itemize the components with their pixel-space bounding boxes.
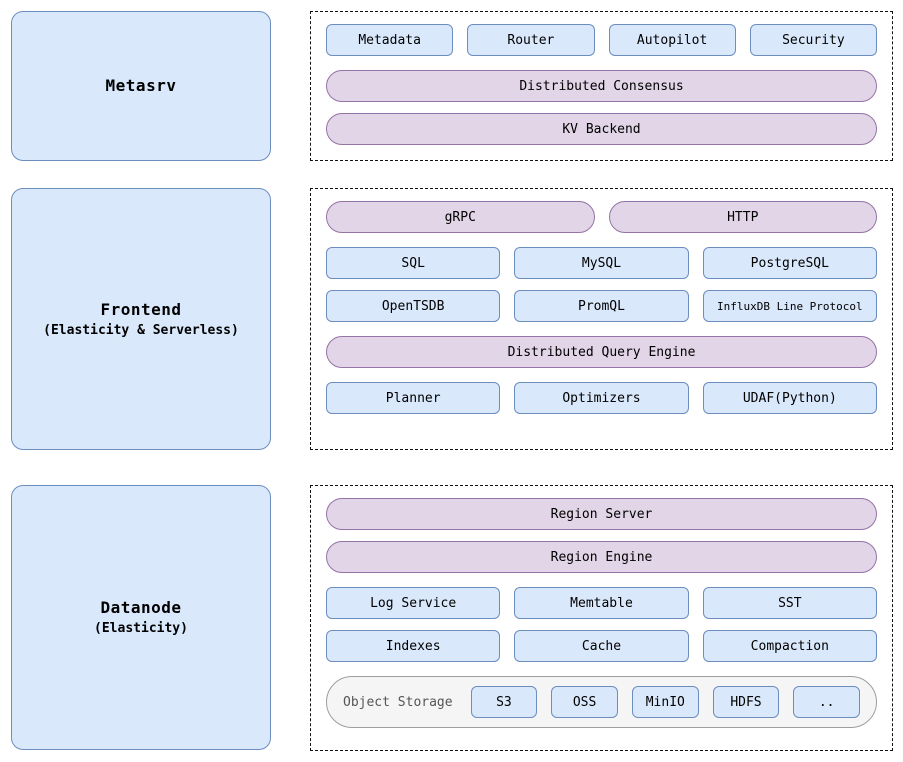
role-subtitle-frontend: (Elasticity & Serverless) — [43, 322, 239, 338]
node-security[interactable]: Security — [749, 24, 877, 56]
metasrv-services-row: Metadata Router Autopilot Security — [326, 24, 877, 56]
node-oss[interactable]: OSS — [551, 686, 618, 718]
node-grpc[interactable]: gRPC — [326, 201, 595, 233]
role-subtitle-datanode: (Elasticity) — [94, 621, 188, 637]
role-card-frontend: Frontend (Elasticity & Serverless) — [11, 188, 271, 450]
node-memtable[interactable]: Memtable — [514, 587, 689, 619]
node-udaf-python[interactable]: UDAF(Python) — [702, 382, 877, 414]
node-region-engine[interactable]: Region Engine — [326, 541, 877, 573]
datanode-region-server-row: Region Server — [326, 498, 877, 530]
datanode-object-storage-row: Object Storage S3 OSS MinIO HDFS .. — [326, 676, 877, 728]
node-metadata[interactable]: Metadata — [326, 24, 454, 56]
node-region-server[interactable]: Region Server — [326, 498, 877, 530]
node-log-service[interactable]: Log Service — [326, 587, 501, 619]
role-card-datanode: Datanode (Elasticity) — [11, 485, 271, 750]
role-title-metasrv: Metasrv — [105, 76, 177, 96]
object-storage-strip: Object Storage S3 OSS MinIO HDFS .. — [326, 676, 877, 728]
group-metasrv: Metadata Router Autopilot Security Distr… — [310, 11, 893, 161]
role-card-metasrv: Metasrv — [11, 11, 271, 161]
node-more[interactable]: .. — [793, 686, 861, 718]
node-s3[interactable]: S3 — [470, 686, 538, 718]
frontend-protocols-row: gRPC HTTP — [326, 201, 877, 233]
node-optimizers[interactable]: Optimizers — [514, 382, 689, 414]
node-distributed-query-engine[interactable]: Distributed Query Engine — [326, 336, 877, 368]
frontend-dialects-row-2: OpenTSDB PromQL InfluxDB Line Protocol — [326, 290, 877, 322]
node-minio[interactable]: MinIO — [631, 686, 699, 718]
node-postgresql[interactable]: PostgreSQL — [702, 247, 877, 279]
node-compaction[interactable]: Compaction — [702, 630, 877, 662]
node-cache[interactable]: Cache — [514, 630, 689, 662]
node-kv-backend[interactable]: KV Backend — [326, 113, 877, 145]
node-sql[interactable]: SQL — [326, 247, 501, 279]
node-sst[interactable]: SST — [702, 587, 877, 619]
role-title-datanode: Datanode — [100, 598, 182, 618]
node-hdfs[interactable]: HDFS — [712, 686, 780, 718]
node-promql[interactable]: PromQL — [514, 290, 689, 322]
node-planner[interactable]: Planner — [326, 382, 501, 414]
group-frontend: gRPC HTTP SQL MySQL PostgreSQL OpenTSDB … — [310, 188, 893, 450]
node-router[interactable]: Router — [467, 24, 595, 56]
node-indexes[interactable]: Indexes — [326, 630, 501, 662]
datanode-components-row-2: Indexes Cache Compaction — [326, 630, 877, 662]
datanode-components-row-1: Log Service Memtable SST — [326, 587, 877, 619]
frontend-dialects-row-1: SQL MySQL PostgreSQL — [326, 247, 877, 279]
node-http[interactable]: HTTP — [608, 201, 877, 233]
node-opentsdb[interactable]: OpenTSDB — [326, 290, 501, 322]
group-datanode: Region Server Region Engine Log Service … — [310, 485, 893, 751]
node-influxdb-line-protocol[interactable]: InfluxDB Line Protocol — [702, 290, 877, 322]
metasrv-kv-row: KV Backend — [326, 113, 877, 145]
object-storage-label: Object Storage — [343, 694, 453, 710]
datanode-region-engine-row: Region Engine — [326, 541, 877, 573]
frontend-engine-parts-row: Planner Optimizers UDAF(Python) — [326, 382, 877, 414]
node-autopilot[interactable]: Autopilot — [608, 24, 736, 56]
role-title-frontend: Frontend — [100, 299, 182, 319]
metasrv-consensus-row: Distributed Consensus — [326, 70, 877, 102]
node-distributed-consensus[interactable]: Distributed Consensus — [326, 70, 877, 102]
frontend-engine-row: Distributed Query Engine — [326, 336, 877, 368]
node-mysql[interactable]: MySQL — [514, 247, 689, 279]
